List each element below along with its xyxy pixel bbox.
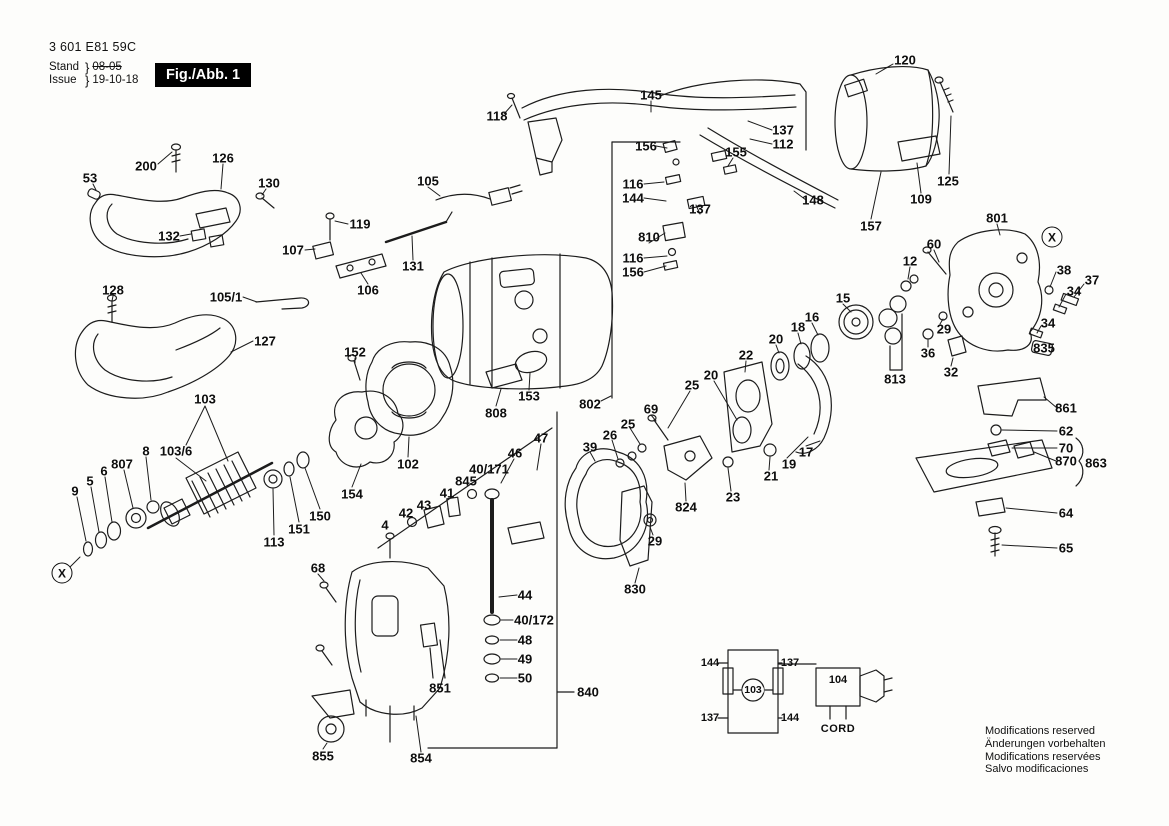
roller-855 [311, 689, 355, 743]
rod-131 [384, 211, 453, 244]
figure-label: Fig./Abb. 1 [155, 63, 252, 87]
issue-value: 19-10-18 [92, 74, 139, 86]
block-107 [312, 241, 335, 260]
screws-68 [315, 581, 337, 666]
counterbalance-linkage [615, 333, 832, 527]
screw-152 [347, 354, 361, 381]
issue-label: Issue [49, 74, 77, 86]
note-line: Modifications reserved [985, 725, 1096, 737]
screw-65 [988, 525, 1002, 557]
plunger-assembly [385, 488, 545, 683]
base-plate-863 [915, 437, 1084, 493]
small-parts-right [922, 285, 1080, 357]
terminal-parts [662, 139, 738, 271]
gasket [564, 448, 648, 560]
circuit-diagram [717, 649, 893, 734]
note-line: Modifications reservées [985, 750, 1101, 763]
brush-plate-808 [485, 363, 523, 389]
note-line: Änderungen vorbehalten [985, 737, 1106, 750]
lower-body [344, 561, 450, 743]
fan-guard-154 [328, 390, 404, 468]
stator [365, 341, 454, 436]
screw-128 [106, 294, 118, 323]
cord-105 [435, 184, 523, 206]
screw-60 [922, 246, 947, 275]
stand-label: Stand [49, 61, 80, 73]
bracket-106 [335, 253, 387, 279]
rod-105-1 [255, 297, 310, 310]
block-64 [975, 497, 1006, 517]
note-line: Salvo modificaciones [985, 763, 1089, 776]
washers-12 [900, 274, 919, 292]
screw-119 [325, 212, 335, 241]
screw-125 [934, 76, 954, 113]
assembly-bracket-lines [377, 141, 681, 749]
bracket-830 [619, 485, 653, 567]
bearing-stack-left [82, 500, 160, 557]
guard-861 [977, 377, 1047, 459]
handle-bottom [74, 314, 237, 399]
gear-housing [947, 229, 1043, 352]
modification-notes: Modifications reserved Änderungen vorbeh… [985, 725, 1105, 776]
handle-top [87, 188, 241, 258]
armature [146, 451, 274, 530]
screw-130 [255, 192, 275, 209]
wiring-harness [521, 79, 839, 209]
cover-153 [514, 350, 548, 374]
motor-cover [834, 66, 941, 172]
motor-housing [430, 253, 614, 390]
stand-issue-block: Stand } 08-05 Issue } 19-10-18 [49, 61, 138, 87]
stand-brace: } [85, 60, 90, 75]
stand-value: 08-05 [92, 61, 122, 73]
screw-200 [170, 143, 182, 173]
bearings-right [263, 451, 310, 489]
plate-851 [419, 622, 446, 679]
document-part-number: 3 601 E81 59C [49, 40, 137, 54]
leader-lines [69, 63, 1085, 753]
switch-assembly [506, 92, 563, 176]
issue-brace: } [85, 73, 90, 88]
gear-train [838, 295, 907, 371]
